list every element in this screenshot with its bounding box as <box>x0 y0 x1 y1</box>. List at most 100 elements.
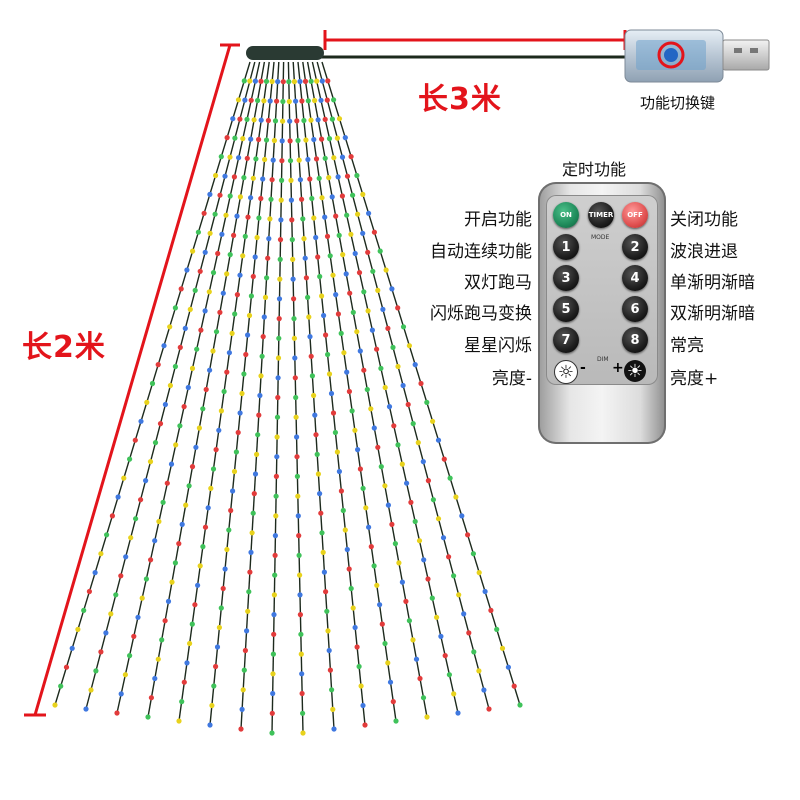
led-bulb <box>198 327 204 333</box>
led-bulb <box>296 533 302 539</box>
led-bulb <box>227 252 233 258</box>
led-bulb <box>395 442 401 448</box>
led-bulb <box>338 488 344 494</box>
led-bulb <box>92 570 98 576</box>
led-bulb <box>195 229 201 235</box>
led-bulb <box>390 699 396 705</box>
led-bulb <box>118 573 124 579</box>
led-bulb <box>314 78 320 84</box>
on-button[interactable]: ON <box>553 202 579 228</box>
brightness-down-button[interactable]: ☼ <box>554 360 578 384</box>
brightness-up-button[interactable]: ☀ <box>624 360 646 382</box>
led-bulb <box>430 497 436 503</box>
led-bulb <box>323 332 329 338</box>
led-bulb <box>349 408 355 414</box>
led-bulb <box>258 373 264 379</box>
led-bulb <box>275 375 281 381</box>
led-bulb <box>300 730 306 736</box>
button-1[interactable]: 1 <box>553 234 579 260</box>
led-bulb <box>155 656 161 662</box>
led-bulb <box>168 461 175 467</box>
led-bulb <box>88 687 94 693</box>
led-bulb <box>202 308 208 314</box>
led-bulb <box>305 156 311 163</box>
led-bulb <box>291 316 297 322</box>
led-bulb <box>247 78 253 84</box>
led-bulb <box>253 156 259 162</box>
off-button[interactable]: OFF <box>622 202 648 228</box>
led-bulb <box>325 78 331 84</box>
led-bulb <box>197 268 203 274</box>
led-bulb <box>227 154 233 160</box>
led-bulb <box>271 137 277 144</box>
led-bulb <box>277 237 284 243</box>
led-bulb <box>254 451 260 457</box>
led-bulb <box>207 722 213 728</box>
led-bulb <box>368 406 374 412</box>
led-bulb <box>343 271 349 277</box>
led-bulb <box>377 602 383 608</box>
led-bulb <box>442 653 448 659</box>
led-bulb <box>315 254 321 260</box>
led-bulb <box>321 312 327 319</box>
led-bulb <box>315 117 321 123</box>
led-bulb <box>122 672 128 678</box>
led-bulb <box>270 690 276 697</box>
led-bulb <box>277 276 283 282</box>
button-3[interactable]: 3 <box>553 265 579 291</box>
led-bulb <box>262 294 269 300</box>
led-bulb <box>327 253 333 259</box>
led-bulb <box>241 78 247 84</box>
led-bulb <box>243 351 249 358</box>
led-bulb <box>272 572 278 578</box>
led-bulb <box>297 177 303 183</box>
button-8[interactable]: 8 <box>622 327 648 353</box>
led-bulb <box>274 98 280 104</box>
led-bulb <box>268 196 274 202</box>
light-length-line <box>33 44 232 716</box>
usb-controller <box>622 26 772 86</box>
led-bulb <box>109 513 115 519</box>
led-bulb <box>279 177 285 183</box>
button-6[interactable]: 6 <box>622 296 648 322</box>
led-bulb <box>305 294 311 300</box>
led-bulb <box>138 418 144 424</box>
button-4[interactable]: 4 <box>622 265 648 291</box>
led-bulb <box>451 573 457 579</box>
led-bulb <box>202 524 209 530</box>
led-bulb <box>280 98 286 105</box>
led-bulb <box>390 344 396 350</box>
led-bulb <box>387 679 394 685</box>
led-bulb <box>237 272 243 278</box>
led-bulb <box>295 493 301 499</box>
led-bulb <box>192 602 198 608</box>
led-bulb <box>224 271 230 277</box>
button-5[interactable]: 5 <box>553 296 579 322</box>
button-2[interactable]: 2 <box>622 234 648 260</box>
led-bulb <box>242 97 248 103</box>
button-7[interactable]: 7 <box>553 327 579 353</box>
led-bulb <box>272 118 279 124</box>
led-bulb <box>213 447 219 453</box>
led-bulb <box>276 316 282 322</box>
led-bulb <box>360 230 366 236</box>
led-bulb <box>297 592 303 598</box>
led-bulb <box>382 384 388 391</box>
led-bulb <box>189 365 196 371</box>
led-bulb <box>218 154 224 160</box>
timer-button[interactable]: TIMER <box>588 202 614 228</box>
led-bulb <box>210 270 217 276</box>
led-bulb <box>273 513 279 519</box>
led-bulb <box>248 293 254 299</box>
led-bulb <box>267 216 273 222</box>
led-bulb <box>127 456 133 462</box>
led-bulb <box>340 252 346 258</box>
led-bulb <box>155 362 161 368</box>
led-bulb <box>378 464 384 470</box>
led-bulb <box>114 710 120 716</box>
led-bulb <box>317 273 323 280</box>
led-bulb <box>81 607 87 614</box>
led-bulb <box>363 505 369 511</box>
led-bulb <box>293 98 299 104</box>
led-bulb <box>327 667 333 673</box>
